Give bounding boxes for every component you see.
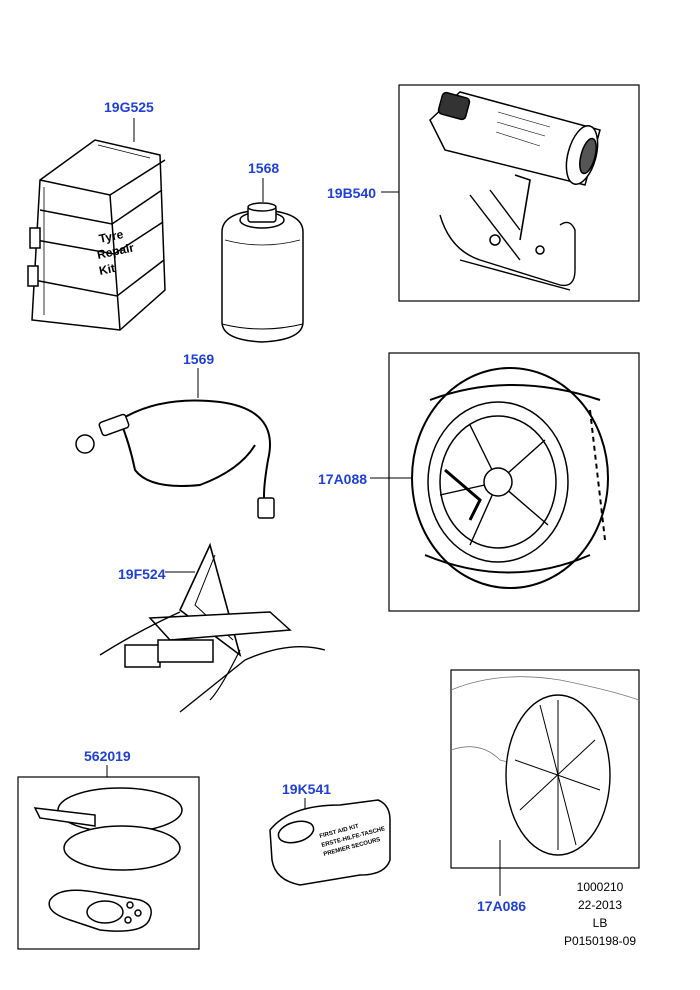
comfort-pillows-box xyxy=(17,765,200,950)
part-label-1568: 1568 xyxy=(248,160,280,176)
meta-line-2: 22-2013 xyxy=(577,898,623,912)
part-label-562019: 562019 xyxy=(84,748,131,764)
part-label-19G525: 19G525 xyxy=(104,99,154,115)
warning-triangle xyxy=(99,542,326,713)
inflator-hose xyxy=(75,368,275,519)
part-label-17A088: 17A088 xyxy=(318,471,368,487)
meta-line-3: LB xyxy=(592,916,608,930)
part-label-1569: 1569 xyxy=(183,351,215,367)
snow-chain-box xyxy=(370,352,640,612)
meta-line-4: P0150198-09 xyxy=(563,934,637,948)
sealant-canister-box xyxy=(381,84,640,302)
tyre-repair-kit-case: Tyre Repair Kit xyxy=(27,118,166,331)
first-aid-kit: FIRST AID KIT ERSTE-HILFE-TASCHE PREMIER… xyxy=(269,798,391,886)
meta-line-1: 1000210 xyxy=(576,880,624,894)
case-text-line3: Kit xyxy=(98,261,117,278)
wheel-sock-box xyxy=(450,669,640,896)
part-label-19B540: 19B540 xyxy=(327,185,377,201)
part-label-17A086: 17A086 xyxy=(477,898,527,914)
part-label-19K541: 19K541 xyxy=(282,781,332,797)
part-label-19F524: 19F524 xyxy=(118,566,166,582)
case-text-line1: Tyre xyxy=(98,227,125,246)
sealant-bottle xyxy=(221,178,304,343)
